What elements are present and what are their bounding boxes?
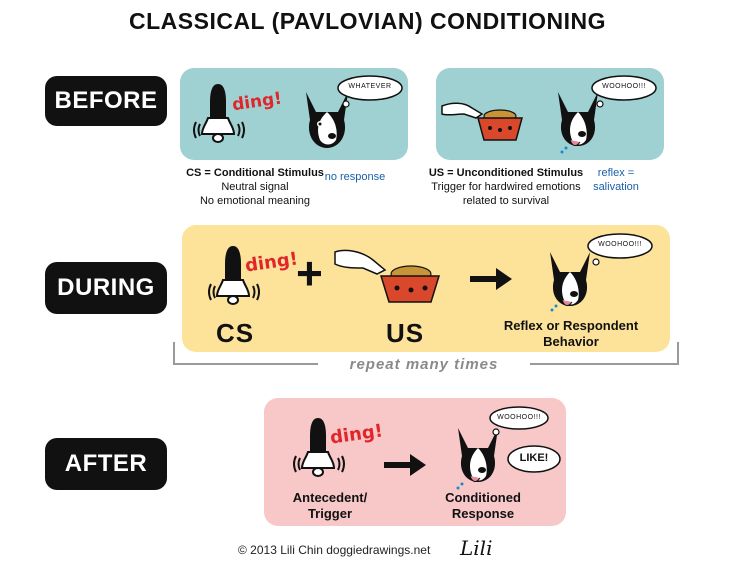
hand-icon [441, 102, 484, 119]
bubble-text: LIKE! [519, 452, 549, 464]
arrow-right-icon [470, 268, 512, 290]
cs-label: CS [215, 318, 255, 348]
food-bowl-icon [441, 102, 523, 141]
plus-icon: + [296, 247, 323, 299]
antecedent-line1: Antecedent/ [292, 490, 368, 505]
arrow-right-icon [384, 454, 426, 476]
footer-credit: © 2013 Lili Chin doggiedrawings.net [238, 543, 431, 557]
signature: Lili [460, 536, 493, 560]
thought-bubble-icon [507, 445, 561, 473]
bell-icon [293, 418, 345, 477]
cs-title: CS = Conditional Stimulus [186, 167, 324, 179]
thought-bubble-icon [591, 75, 657, 108]
thought-bubble-icon [489, 406, 549, 436]
cs-definition: CS = Conditional Stimulus Neutral signal… [180, 166, 330, 208]
cs-result: no response [324, 171, 386, 183]
bell-icon [208, 246, 260, 305]
dog-face-icon [456, 428, 498, 490]
bubble-text: WOOHOO!!! [602, 83, 646, 90]
dog-face-icon [550, 252, 590, 312]
us-title: US = Unconditioned Stimulus [428, 167, 584, 179]
food-bowl-icon [334, 249, 441, 303]
repeat-label: repeat many times [318, 356, 530, 373]
us-result-line1: reflex = [597, 167, 635, 179]
us-line2: related to survival [462, 195, 550, 207]
us-result-line2: salivation [593, 181, 639, 193]
response-line1: Conditioned [445, 490, 521, 505]
us-definition: US = Unconditioned Stimulus Trigger for … [426, 166, 586, 208]
stage-label-after: AFTER [45, 438, 167, 490]
bubble-text: WHATEVER [348, 83, 392, 90]
dog-face-icon [558, 92, 598, 154]
response-caption: Conditioned Response [428, 490, 538, 522]
us-label: US [385, 318, 425, 348]
reflex-caption: Reflex or Respondent Behavior [486, 318, 656, 350]
bubble-text: WOOHOO!!! [497, 414, 541, 421]
us-result: reflex = salivation [586, 166, 646, 194]
bell-icon [193, 84, 245, 143]
cs-line2: No emotional meaning [199, 195, 311, 207]
hand-icon [334, 249, 387, 275]
cs-line1: Neutral signal [221, 181, 289, 193]
reflex-line1: Reflex or Respondent [503, 318, 639, 333]
reflex-line2: Behavior [543, 334, 599, 349]
dog-face-icon [306, 92, 348, 148]
bubble-text: WOOHOO!!! [598, 241, 642, 248]
thought-bubble-icon [587, 233, 653, 266]
thought-bubble-icon [337, 75, 403, 108]
stage-label-during: DURING [45, 262, 167, 314]
page-title: CLASSICAL (PAVLOVIAN) CONDITIONING [129, 8, 606, 34]
us-line1: Trigger for hardwired emotions [431, 181, 581, 193]
antecedent-caption: Antecedent/ Trigger [275, 490, 385, 522]
stage-label-before: BEFORE [45, 76, 167, 126]
response-line2: Response [451, 506, 515, 521]
antecedent-line2: Trigger [307, 506, 353, 521]
